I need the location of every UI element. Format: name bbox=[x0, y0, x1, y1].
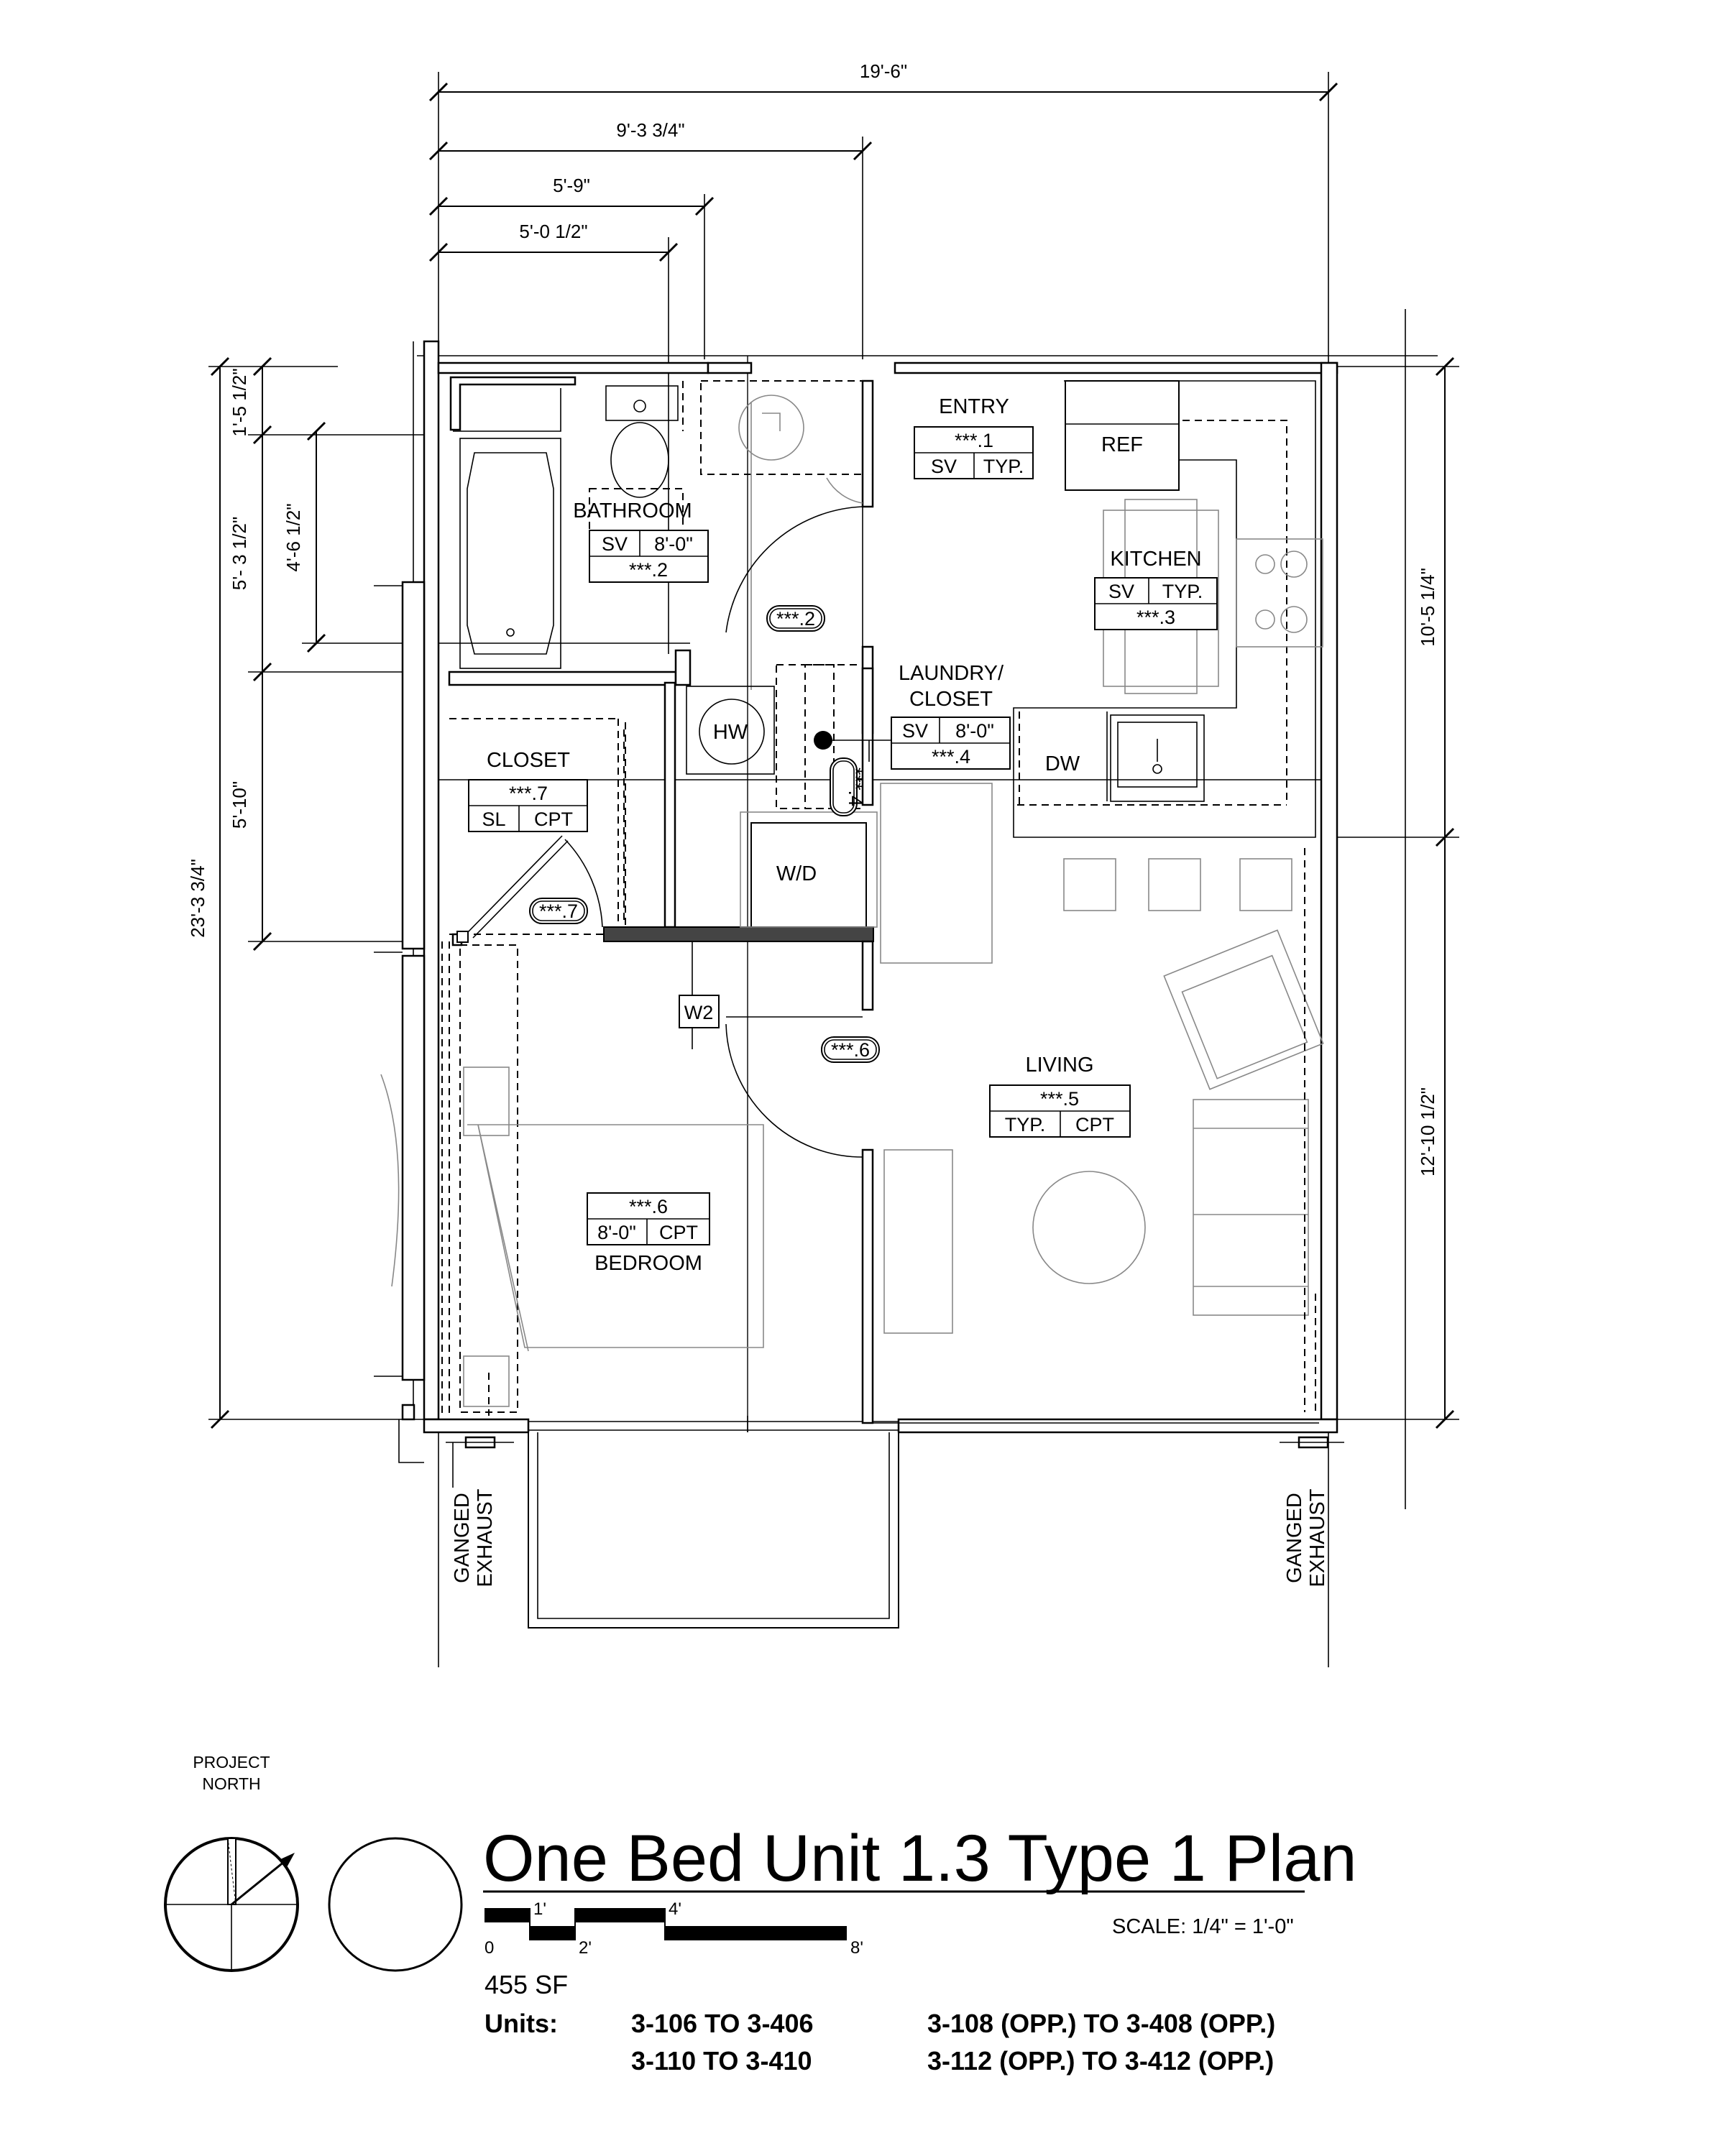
dim-left-closet: 5'-10" bbox=[229, 781, 250, 829]
bathroom-cell-1: SV bbox=[602, 533, 628, 555]
dim-right-living: 12'-10 1/2" bbox=[1417, 1087, 1438, 1176]
laundry-code: ***.4 bbox=[932, 746, 970, 768]
units-row2-col1: 3-110 TO 3-410 bbox=[631, 2046, 812, 2076]
dim-left-top: 1'-5 1/2" bbox=[229, 368, 250, 436]
door-tag-bedroom-text: ***.6 bbox=[831, 1039, 870, 1061]
door-tag-closet-text: ***.7 bbox=[539, 900, 578, 922]
interior-walls bbox=[448, 361, 874, 1424]
exterior-walls bbox=[413, 340, 1338, 1436]
exhaust-left-label-1: GANGED bbox=[451, 1493, 474, 1583]
entry-room-tag: ENTRY ***.1 SV TYP. bbox=[914, 395, 1034, 479]
exhaust-right-label-1: GANGED bbox=[1283, 1493, 1306, 1583]
bedroom-room-tag: ***.6 8'-0" CPT BEDROOM bbox=[587, 1192, 710, 1275]
entry-label: ENTRY bbox=[939, 395, 1009, 418]
closet-cell-1: SL bbox=[482, 808, 505, 830]
left-window-jambs bbox=[374, 581, 426, 1381]
closet-fixtures bbox=[456, 729, 625, 943]
bathroom-fixtures bbox=[459, 380, 863, 690]
living-label: LIVING bbox=[1025, 1054, 1093, 1077]
closet-cell-2: CPT bbox=[534, 808, 573, 830]
entry-cell-2: TYP. bbox=[983, 456, 1024, 477]
kitchen-cell-2: TYP. bbox=[1162, 581, 1203, 602]
kitchen-code: ***.3 bbox=[1136, 607, 1175, 628]
scale-tick-1: 1' bbox=[533, 1899, 546, 1919]
bathroom-label: BATHROOM bbox=[573, 499, 692, 522]
living-cell-2: CPT bbox=[1075, 1114, 1114, 1135]
balcony bbox=[528, 1432, 899, 1628]
laundry-cell-2: 8'-0" bbox=[955, 720, 994, 742]
kitchen-cell-1: SV bbox=[1108, 581, 1134, 602]
door-tag-bath-text: ***.2 bbox=[776, 608, 815, 630]
living-cell-1: TYP. bbox=[1005, 1114, 1046, 1135]
scale-tick-0: 0 bbox=[484, 1938, 494, 1958]
plan-title: One Bed Unit 1.3 Type 1 Plan bbox=[483, 1822, 1357, 1895]
window-tag-label: W2 bbox=[684, 1002, 714, 1023]
ref-label: REF bbox=[1101, 433, 1143, 456]
area-label: 455 SF bbox=[484, 1970, 568, 1999]
closet-code: ***.7 bbox=[509, 783, 548, 804]
kitchen-room-tag: KITCHEN SV TYP. ***.3 bbox=[1094, 548, 1218, 630]
hw-label: HW bbox=[713, 721, 748, 744]
door-tag-bedroom: ***.6 bbox=[821, 1036, 880, 1063]
north-label-1: PROJECT bbox=[193, 1753, 270, 1772]
scale-tick-8: 8' bbox=[850, 1938, 863, 1958]
dim-bath-width: 5'-9" bbox=[553, 175, 590, 196]
entry-code: ***.1 bbox=[955, 430, 993, 451]
left-dimension-strings bbox=[208, 356, 690, 1429]
units-row1-col2: 3-108 (OPP.) TO 3-408 (OPP.) bbox=[927, 2009, 1275, 2038]
living-code: ***.5 bbox=[1040, 1088, 1079, 1110]
laundry-label-1: LAUNDRY/ bbox=[899, 662, 1004, 685]
bathroom-code: ***.2 bbox=[629, 559, 668, 581]
door-tag-closet: ***.7 bbox=[529, 898, 588, 924]
door-tag-laundry-text: ***.4 bbox=[845, 768, 866, 806]
closet-label: CLOSET bbox=[487, 749, 570, 772]
graphic-scale-bar bbox=[484, 1908, 847, 1940]
bathroom-cell-2: 8'-0" bbox=[654, 533, 693, 555]
laundry-cell-1: SV bbox=[902, 720, 928, 742]
dim-bath-inner-width: 5'-0 1/2" bbox=[519, 221, 587, 242]
bedroom-code: ***.6 bbox=[629, 1196, 668, 1217]
units-row2-col2: 3-112 (OPP.) TO 3-412 (OPP.) bbox=[927, 2046, 1274, 2076]
living-room-tag: LIVING ***.5 TYP. CPT bbox=[989, 1054, 1131, 1138]
bedroom-cell-1: 8'-0" bbox=[597, 1222, 636, 1243]
exhaust-right-label-2: EXHAUST bbox=[1306, 1488, 1329, 1587]
bedroom-fixtures bbox=[441, 941, 863, 1416]
door-tag-bath: ***.2 bbox=[766, 605, 825, 632]
dim-entry-width: 9'-3 3/4" bbox=[616, 119, 684, 141]
bedroom-cell-2: CPT bbox=[659, 1222, 698, 1243]
units-row1-col1: 3-106 TO 3-406 bbox=[631, 2009, 814, 2038]
laundry-label-2: CLOSET bbox=[909, 688, 993, 711]
exhaust-left-label-2: EXHAUST bbox=[474, 1488, 497, 1587]
right-dimension-strings bbox=[1337, 309, 1459, 1509]
kitchen-label: KITCHEN bbox=[1110, 548, 1201, 571]
bedroom-label: BEDROOM bbox=[594, 1252, 702, 1275]
living-fixtures bbox=[873, 848, 1324, 1424]
laundry-room-tag: LAUNDRY/ CLOSET SV 8'-0" ***.4 bbox=[891, 662, 1011, 770]
north-arrow bbox=[164, 1837, 299, 1972]
closet-room-tag: CLOSET ***.7 SL CPT bbox=[468, 749, 588, 832]
reference-lines bbox=[413, 355, 1438, 1509]
kitchen-fixtures bbox=[1013, 380, 1323, 911]
exhaust-ducts bbox=[398, 1404, 1344, 1488]
scale-note: SCALE: 1/4" = 1'-0" bbox=[1112, 1915, 1294, 1938]
key-plan-circle bbox=[328, 1837, 463, 1972]
wd-label: W/D bbox=[776, 862, 817, 885]
door-tag-laundry: ***.4 bbox=[830, 757, 866, 816]
dim-overall-width: 19'-6" bbox=[860, 60, 907, 82]
units-label: Units: bbox=[484, 2009, 558, 2038]
dim-overall-depth: 23'-3 3/4" bbox=[187, 859, 208, 938]
dim-left-tub: 4'-6 1/2" bbox=[283, 503, 304, 571]
scale-tick-4: 4' bbox=[669, 1899, 681, 1919]
bathroom-room-tag: BATHROOM SV 8'-0" ***.2 bbox=[573, 499, 709, 583]
dw-label: DW bbox=[1045, 752, 1080, 775]
laundry-fixtures bbox=[686, 664, 993, 964]
dim-right-kitchen: 10'-5 1/4" bbox=[1417, 568, 1438, 647]
entry-cell-1: SV bbox=[931, 456, 957, 477]
north-label-2: NORTH bbox=[202, 1774, 260, 1793]
dim-left-bath: 5'- 3 1/2" bbox=[229, 517, 250, 590]
scale-tick-2: 2' bbox=[579, 1938, 592, 1958]
